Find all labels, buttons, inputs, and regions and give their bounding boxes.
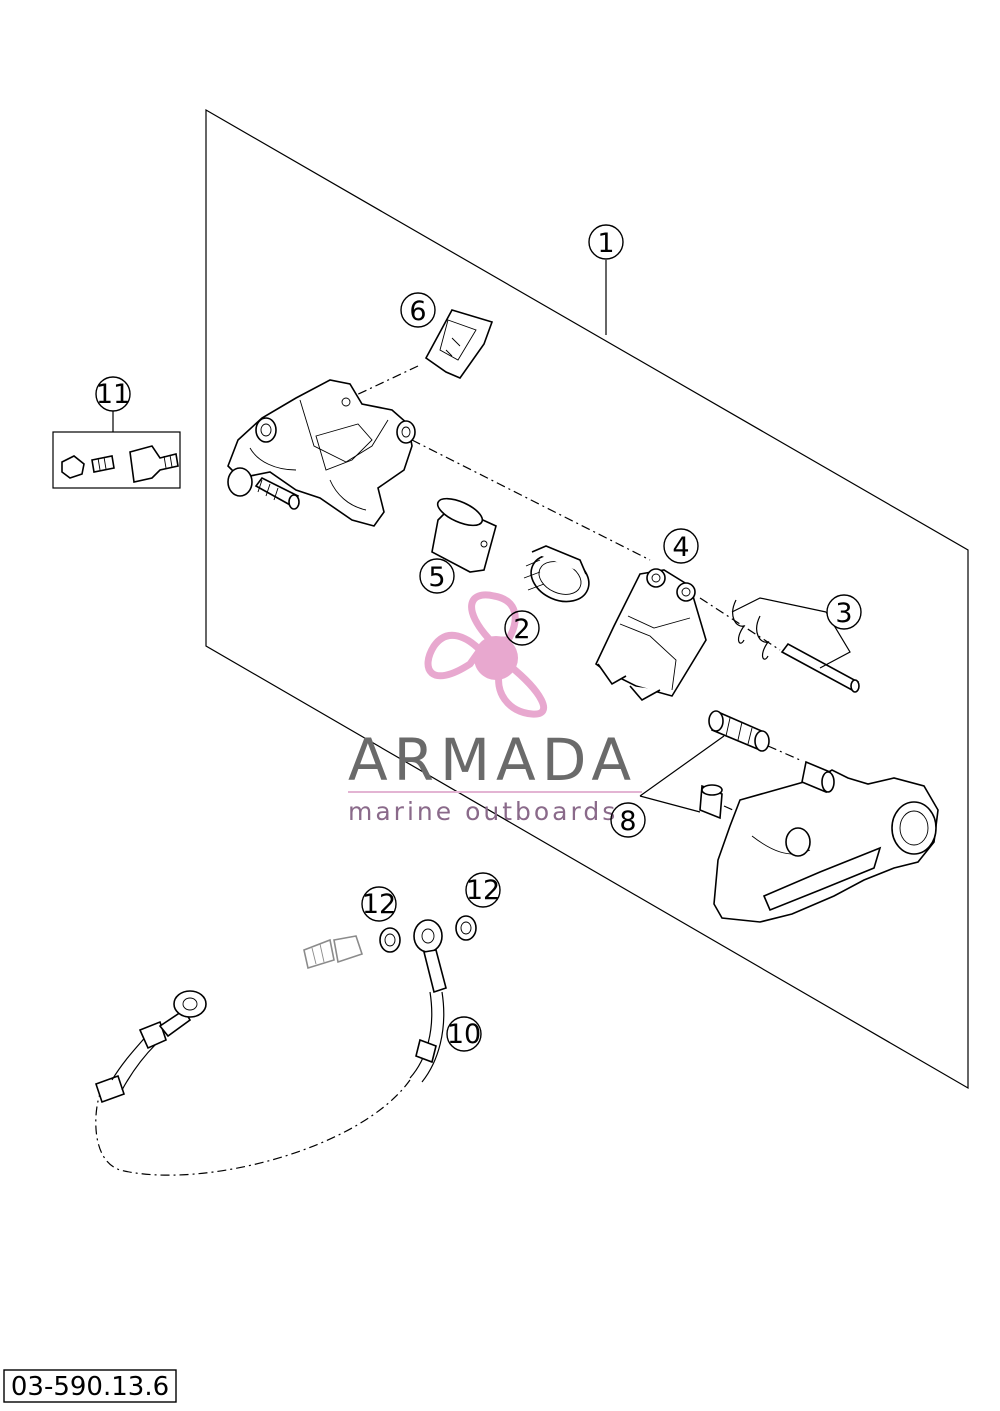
reference-number-box xyxy=(3,1369,177,1403)
part-5-piston xyxy=(431,497,497,573)
part-caliper-bracket xyxy=(713,760,939,923)
callout-2: 2 xyxy=(504,610,540,646)
watermark-brand: ARMADA xyxy=(348,726,637,794)
part-6-pad-spring xyxy=(424,309,494,379)
svg-text:4: 4 xyxy=(672,532,689,563)
part-2-piston-seal xyxy=(523,545,590,603)
part-10-brake-hose xyxy=(94,919,447,1176)
callout-12-right: 12 xyxy=(465,872,501,908)
part-8-bushings xyxy=(699,710,801,820)
callout-1: 1 xyxy=(588,224,624,260)
leader-8 xyxy=(639,735,725,813)
part-11-bleed-screw-set xyxy=(61,445,179,483)
svg-text:3: 3 xyxy=(835,598,852,629)
callout-11: 11 xyxy=(95,376,131,412)
svg-text:8: 8 xyxy=(619,806,636,837)
callout-3: 3 xyxy=(826,594,862,630)
part-3-pin-and-clips xyxy=(699,597,860,693)
part-12-washers xyxy=(379,915,477,953)
callout-4: 4 xyxy=(663,528,699,564)
svg-text:5: 5 xyxy=(428,562,445,593)
callout-10: 10 xyxy=(446,1016,482,1052)
callout-6: 6 xyxy=(400,292,436,328)
callout-8: 8 xyxy=(610,802,646,838)
svg-text:2: 2 xyxy=(513,614,530,645)
svg-text:10: 10 xyxy=(447,1019,481,1050)
part-banjo-bolt xyxy=(303,935,364,970)
svg-text:12: 12 xyxy=(362,889,396,920)
assembly-panel-outline xyxy=(205,108,969,1090)
dash-line-caliper-to-pads xyxy=(411,439,651,561)
part-11-box xyxy=(52,431,181,489)
watermark-tagline: marine outboards xyxy=(348,797,618,826)
svg-text:1: 1 xyxy=(597,228,614,259)
svg-text:6: 6 xyxy=(409,296,426,327)
part-4-brake-pads xyxy=(594,568,707,702)
callout-12-left: 12 xyxy=(361,886,397,922)
svg-text:11: 11 xyxy=(96,379,130,410)
dash-line-6-to-caliper xyxy=(349,365,419,399)
armada-logo-icon xyxy=(424,591,547,718)
reference-number: 03-590.13.6 xyxy=(11,1372,169,1402)
svg-text:12: 12 xyxy=(466,875,500,906)
callout-5: 5 xyxy=(419,558,455,594)
part-caliper-body xyxy=(227,379,416,527)
